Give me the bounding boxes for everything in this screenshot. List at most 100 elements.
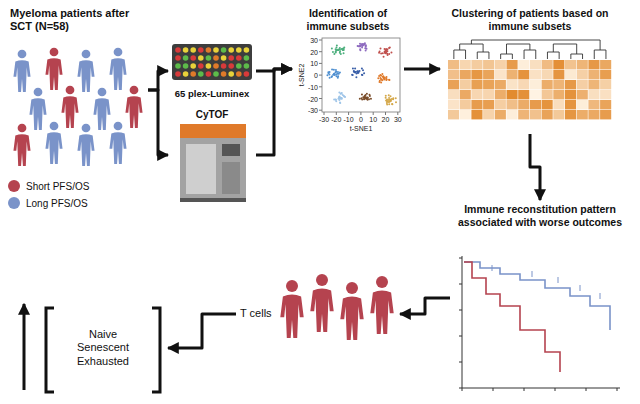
tsne-plot [335,99,337,101]
patient-figure [280,294,303,338]
heatmap [600,90,611,99]
tsne-plot [385,76,387,78]
tsne-plot [332,51,334,53]
tsne-plot [384,52,386,54]
dendrogram [460,44,483,52]
heatmap [577,90,588,99]
legend-row: Long PFS/OS [8,197,89,209]
survival-curve [586,388,587,391]
survival-curve [617,388,618,391]
dendrogram [547,52,559,59]
heatmap [483,80,494,89]
luminex-plate [183,55,189,61]
luminex-plate [221,47,227,53]
patient-figure [310,274,333,332]
survival-curve [492,265,493,271]
patient-figure [13,60,30,92]
luminex-plate [221,63,227,69]
tsne-plot [362,69,364,71]
heatmap [530,100,541,109]
tsne-plot [389,95,391,97]
tick-label: -10 [344,116,354,123]
tsne-plot [388,101,390,103]
heatmap [518,60,529,69]
tsne-plot [389,101,391,103]
phenotype-panel: NaiveSenescentExhausted [38,300,168,396]
tsne-plot [366,93,368,95]
luminex-plate [198,47,204,53]
heatmap [448,80,459,89]
heatmap [460,100,471,109]
dendrogram [571,54,583,59]
patient-figures [13,48,142,166]
survival-curve [459,256,620,391]
flow-arrow [404,68,440,71]
heatmap [588,60,599,69]
patient-figure [316,274,328,286]
tick-label: -20 [308,95,318,102]
tsne-plot [329,77,331,79]
tsne-plot [340,93,342,95]
tsne-plot [337,49,339,51]
tsne-plot [364,42,366,44]
node-label: 65 plex-Luminex [172,88,252,99]
heatmap [530,60,541,69]
heatmap [448,90,459,99]
patient-figure [114,122,123,131]
tsne-plot [377,77,379,79]
tsne-plot [339,101,341,103]
tsne-plot [390,51,392,53]
patient-figure [370,290,393,334]
tsne-plot [385,51,387,53]
tsne-plot [359,48,361,50]
heatmap [600,110,611,119]
patient-figure [13,50,30,92]
heatmap [507,110,518,119]
tsne-plot [366,97,368,99]
tsne-plot [319,98,322,99]
heatmap [542,80,553,89]
tsne-plot [357,45,359,47]
luminex-plate [206,71,212,77]
heatmap [471,80,482,89]
heatmap [588,110,599,119]
luminex-plate [198,55,204,61]
luminex-plate [198,71,204,77]
patient-figure [77,124,94,166]
tsne-plot [381,79,383,81]
patient-figure [370,276,393,334]
tsne-plot [361,74,363,76]
tsne-plot [380,78,382,80]
tsne-plot [381,73,383,75]
heatmap [448,60,459,69]
tsne-plot [330,76,332,78]
tsne-plot [322,38,400,112]
tsne-plot [338,73,340,75]
heatmap [495,110,506,119]
tsne-plot [380,52,382,54]
patient-figure [77,50,94,92]
tcell-panel: T cells [236,262,400,366]
patient-figure [61,86,78,128]
tsne-plot [361,97,363,99]
tsne-plot [385,95,387,97]
tick-label: 30 [310,37,318,44]
tsne-plot [389,99,391,101]
heatmap [460,90,471,99]
tsne-plot [326,74,328,76]
tsne-plot [367,97,369,99]
patient-figure [34,88,43,97]
tsne-plot [335,48,337,50]
tsne-plot [388,79,390,81]
tsne-plot [363,98,365,100]
tick-label: -30 [308,107,318,114]
survival-curve [462,256,620,388]
patient-figure [45,48,62,90]
luminex-plate [228,71,234,77]
patient-figure [125,96,142,128]
node-label: Myeloma patients after SCT (N=58) [10,7,144,33]
tsne-plot [354,71,356,73]
heatmap [565,110,576,119]
heatmap [588,80,599,89]
step-panel: Clustering of patients based on immune s… [440,4,620,134]
